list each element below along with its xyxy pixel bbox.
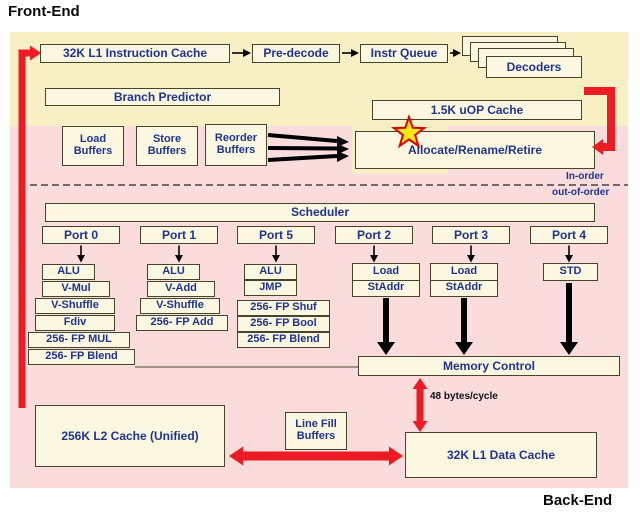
predecode-box: Pre-decode <box>252 44 340 63</box>
l1-instruction-cache-box: 32K L1 Instruction Cache <box>40 44 230 63</box>
load-buffers-box: Load Buffers <box>62 126 124 166</box>
instr-queue-box: Instr Queue <box>360 44 448 63</box>
port1-alu-unit: ALU <box>147 264 200 280</box>
port0-fpblend-unit: 256- FP Blend <box>28 349 135 365</box>
port-3-box: Port 3 <box>432 226 510 244</box>
in-order-label: In-order <box>566 171 604 182</box>
port1-vadd-unit: V-Add <box>147 281 215 297</box>
port-4-box: Port 4 <box>530 226 608 244</box>
port3-staddr-unit: StAddr <box>431 279 497 297</box>
port1-vshuffle-unit: V-Shuffle <box>140 298 220 314</box>
port5-alu-unit: ALU <box>244 264 297 280</box>
port0-fpmul-unit: 256- FP MUL <box>28 332 130 348</box>
port2-load-unit: Load <box>372 264 400 277</box>
port0-vmul-unit: V-Mul <box>42 281 110 297</box>
port1-fpadd-unit: 256- FP Add <box>136 315 228 331</box>
port5-jmp-unit: JMP <box>244 280 297 296</box>
port3-unit-group: Load StAddr <box>430 263 498 297</box>
port5-fpshuf-unit: 256- FP Shuf <box>237 300 330 316</box>
port5-fpbool-unit: 256- FP Bool <box>237 316 330 332</box>
l1-data-cache-box: 32K L1 Data Cache <box>405 432 597 478</box>
out-of-order-label: out-of-order <box>552 187 610 198</box>
port2-unit-group: Load StAddr <box>352 263 420 297</box>
l2-cache-box: 256K L2 Cache (Unified) <box>35 405 225 467</box>
port-2-box: Port 2 <box>335 226 413 244</box>
front-end-label: Front-End <box>8 3 80 20</box>
port0-fdiv-unit: Fdiv <box>35 315 115 331</box>
memory-control-box: Memory Control <box>358 356 620 376</box>
port4-std-unit: STD <box>543 263 598 281</box>
bandwidth-label: 48 bytes/cycle <box>430 391 498 402</box>
uop-cache-box: 1.5K uOP Cache <box>372 100 582 120</box>
store-buffers-box: Store Buffers <box>136 126 198 166</box>
port3-load-unit: Load <box>450 264 478 277</box>
port-0-box: Port 0 <box>42 226 120 244</box>
port2-staddr-unit: StAddr <box>353 279 419 297</box>
allocate-rename-retire-box: Allocate/Rename/Retire <box>355 131 595 169</box>
decoders-box: Decoders <box>486 56 582 78</box>
reorder-buffers-box: Reorder Buffers <box>205 124 267 166</box>
line-fill-buffers-box: Line Fill Buffers <box>285 412 347 450</box>
port0-alu-unit: ALU <box>42 264 95 280</box>
port0-vshuffle-unit: V-Shuffle <box>35 298 115 314</box>
port5-fpblend-unit: 256- FP Blend <box>237 332 330 348</box>
port-5-box: Port 5 <box>237 226 315 244</box>
back-end-label: Back-End <box>543 492 613 509</box>
scheduler-box: Scheduler <box>45 203 595 222</box>
port-1-box: Port 1 <box>140 226 218 244</box>
branch-predictor-box: Branch Predictor <box>45 88 280 106</box>
